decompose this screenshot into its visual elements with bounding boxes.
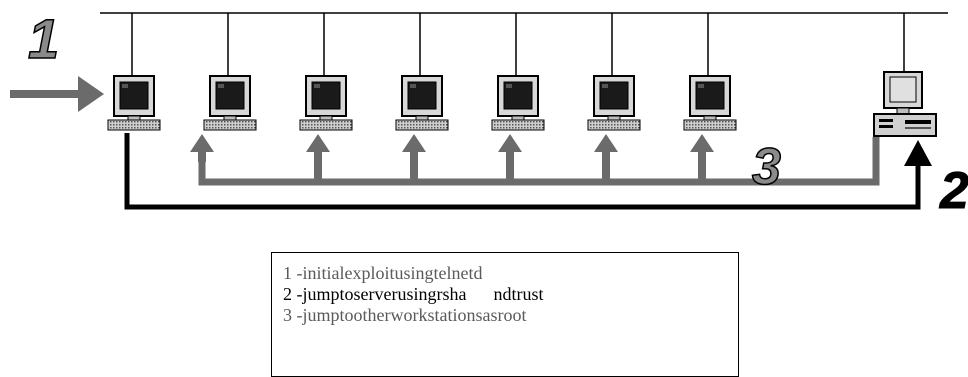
step2-path — [124, 133, 932, 210]
legend-item-1: 1 -initialexploitusingtelnetd — [283, 263, 483, 283]
step1-marker: 1 — [28, 7, 59, 70]
workstation-5 — [491, 75, 545, 131]
step1-arrow — [10, 76, 104, 112]
workstation-3 — [299, 75, 353, 131]
server-computer — [873, 71, 937, 137]
workstation-1 — [107, 75, 161, 131]
drop-lines — [131, 13, 905, 76]
legend-box: 1 -initialexploitusingtelnetd 2 -jumptos… — [271, 252, 739, 377]
step2-marker: 2 — [939, 162, 968, 220]
legend-item-3: 3 -jumptootherworkstationsasroot — [283, 305, 527, 325]
step3-path — [190, 134, 880, 186]
legend-item-2: 2 -jumptoserverusingrsha ndtrust — [283, 284, 544, 304]
step3-marker: 3 — [752, 138, 781, 196]
workstation-6 — [587, 75, 641, 131]
workstation-2 — [203, 75, 257, 131]
workstation-7 — [683, 75, 737, 131]
workstation-4 — [395, 75, 449, 131]
